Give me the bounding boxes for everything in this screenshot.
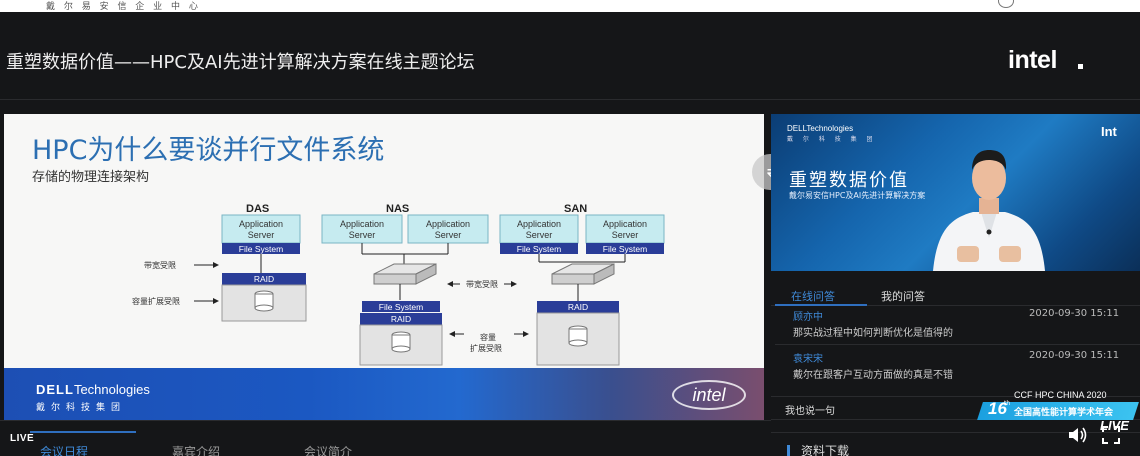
- tab-online-qa[interactable]: 在线问答: [791, 290, 835, 303]
- nas-raid: RAID: [360, 313, 442, 325]
- video-dell-cn: 戴 尔 科 技 集 团: [787, 136, 877, 143]
- ccf-hpc-badge: CCF HPC CHINA 2020 16 th 全国高性能计算学术年会 LIV…: [977, 390, 1139, 438]
- ccf-badge-title: CCF HPC CHINA 2020: [1014, 390, 1107, 400]
- das-app-server: Application Server: [221, 214, 301, 244]
- chat-text: 戴尔在跟客户互动方面做的真是不错: [793, 370, 953, 381]
- svg-text:File System: File System: [379, 302, 423, 312]
- download-label: 资料下载: [801, 444, 850, 456]
- san-app-server-1: Application Server: [499, 214, 579, 244]
- right-panel: DELLTechnologies 戴 尔 科 技 集 团 Int 重塑数据价值 …: [771, 114, 1140, 456]
- svg-text:Server: Server: [435, 230, 462, 240]
- san-heading: SAN: [564, 203, 587, 215]
- chat-timestamp: 2020-09-30 15:11: [1029, 308, 1120, 319]
- nas-heading: NAS: [386, 203, 409, 215]
- ccf-badge-number: 16: [988, 399, 1007, 418]
- tab-guests[interactable]: 嘉宾介绍: [172, 445, 221, 456]
- dell-chinese-name: 戴尔科技集团: [36, 403, 127, 413]
- dell-logo-rest: Technologies: [73, 382, 150, 397]
- volume-icon[interactable]: [1068, 426, 1088, 444]
- san-storage-box: [536, 312, 620, 366]
- svg-text:File System: File System: [517, 244, 561, 254]
- san-file-system-1: File System: [500, 243, 578, 254]
- tab-intro[interactable]: 会议简介: [304, 445, 353, 456]
- das-bandwidth-label: 带宽受限: [144, 260, 176, 270]
- chat-timestamp: 2020-09-30 15:11: [1029, 350, 1120, 361]
- svg-text:File System: File System: [603, 244, 647, 254]
- intel-logo: intel: [1008, 46, 1083, 75]
- slide-intel-logo: intel: [672, 380, 746, 410]
- nas-file-system: File System: [362, 301, 440, 312]
- svg-text:File System: File System: [239, 244, 283, 254]
- das-capacity-label: 容量扩展受限: [132, 296, 180, 306]
- bottom-tabs-bar: LIVE 会议日程 嘉宾介绍 会议简介: [0, 420, 771, 456]
- chat-username: 顾亦中: [793, 312, 823, 323]
- nas-app-server-1: Application Server: [321, 214, 403, 244]
- svg-text:Server: Server: [612, 230, 639, 240]
- presenter-figure: [933, 150, 1045, 271]
- svg-text:RAID: RAID: [568, 302, 588, 312]
- presentation-slide: HPC为什么要谈并行文件系统 存储的物理连接架构 DAS NAS SAN App…: [4, 114, 764, 420]
- san-app-server-2: Application Server: [585, 214, 665, 244]
- nas-bandwidth-label: 带宽受限: [466, 279, 498, 289]
- ccf-badge-suffix: th: [1004, 400, 1011, 407]
- das-heading: DAS: [246, 203, 269, 215]
- svg-text:RAID: RAID: [391, 314, 411, 324]
- chat-divider: [775, 344, 1140, 345]
- comment-input[interactable]: 我也说一句: [771, 396, 1140, 420]
- intel-logo-text: intel: [1008, 46, 1057, 74]
- video-intel-logo: Int: [1101, 124, 1117, 139]
- capacity-label-line2: 扩展受限: [470, 343, 502, 353]
- san-raid: RAID: [537, 301, 619, 313]
- top-strip-text: 戴 尔 易 安 信 企 业 中 心: [46, 2, 201, 12]
- active-tab-indicator: [30, 431, 136, 433]
- capacity-label-line1: 容量: [480, 332, 496, 342]
- svg-text:Server: Server: [349, 230, 376, 240]
- chat-username: 袁宋宋: [793, 354, 823, 365]
- chat-tabs: 在线问答 我的问答: [771, 282, 1140, 306]
- page-title: 重塑数据价值——HPC及AI先进计算解决方案在线主题论坛: [6, 52, 475, 73]
- section-marker: [787, 445, 790, 456]
- slide-title: HPC为什么要谈并行文件系统: [32, 135, 385, 166]
- video-title: 重塑数据价值: [789, 170, 909, 191]
- nas-switch: [373, 263, 437, 285]
- speaker-video[interactable]: DELLTechnologies 戴 尔 科 技 集 团 Int 重塑数据价值 …: [771, 114, 1140, 271]
- top-strip: 戴 尔 易 安 信 企 业 中 心: [0, 0, 1140, 12]
- download-section[interactable]: 资料下载: [771, 432, 1140, 456]
- ccf-badge-cn: 全国高性能计算学术年会: [1014, 408, 1114, 418]
- svg-text:Application: Application: [517, 219, 561, 229]
- dell-technologies-logo: DELLTechnologies: [36, 382, 150, 397]
- svg-text:Application: Application: [603, 219, 647, 229]
- user-avatar-icon[interactable]: [998, 0, 1014, 8]
- das-file-system: File System: [222, 243, 300, 254]
- svg-text:Application: Application: [426, 219, 470, 229]
- das-raid: RAID: [222, 273, 306, 285]
- storage-architecture-diagram: DAS NAS SAN Application Server File Syst…: [132, 203, 665, 366]
- active-tab-indicator: [775, 304, 867, 306]
- page-header: 重塑数据价值——HPC及AI先进计算解决方案在线主题论坛 intel: [0, 12, 1140, 100]
- nas-app-server-2: Application Server: [407, 214, 489, 244]
- svg-text:Server: Server: [248, 230, 275, 240]
- san-switch: [551, 263, 615, 285]
- dell-logo-bold: DELL: [36, 382, 74, 397]
- svg-text:Application: Application: [340, 219, 384, 229]
- das-storage-box: [221, 284, 307, 322]
- san-file-system-2: File System: [586, 243, 664, 254]
- tab-my-qa[interactable]: 我的问答: [881, 290, 925, 303]
- ccf-badge-live: LIVE: [1100, 418, 1129, 433]
- slide-subtitle: 存储的物理连接架构: [32, 170, 150, 185]
- video-dell-logo: DELLTechnologies: [787, 124, 854, 133]
- svg-text:Server: Server: [526, 230, 553, 240]
- video-subtitle: 戴尔易安信HPC及AI先进计算解决方案: [789, 191, 926, 200]
- fullscreen-icon[interactable]: [1102, 426, 1120, 444]
- svg-text:Application: Application: [239, 219, 283, 229]
- nas-storage-box: [359, 324, 443, 366]
- svg-text:RAID: RAID: [254, 274, 274, 284]
- tab-agenda[interactable]: 会议日程: [40, 445, 89, 456]
- chat-text: 那实战过程中如何判断优化是值得的: [793, 328, 953, 339]
- live-indicator: LIVE: [10, 433, 35, 444]
- slide-footer-banner: DELLTechnologies 戴尔科技集团 intel: [4, 368, 764, 420]
- comment-input-placeholder: 我也说一句: [785, 406, 835, 417]
